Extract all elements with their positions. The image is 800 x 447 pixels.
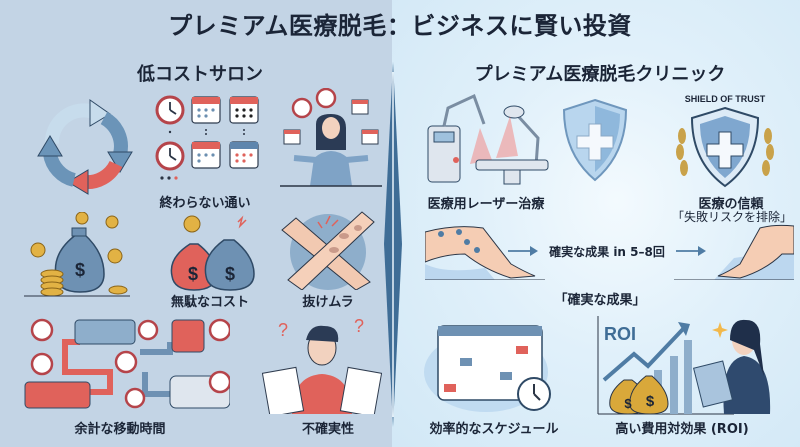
right-panel-heading: プレミアム医療脱毛クリニック bbox=[474, 64, 726, 85]
leg-after-icon bbox=[674, 224, 794, 280]
endless-visits-label: 終わらない通い bbox=[159, 196, 251, 211]
wasted-money-bags-icon: $ $ bbox=[170, 215, 255, 291]
clocks-calendars-icon bbox=[155, 95, 259, 180]
eliminate-risk-label: 「失敗リスクを排除」 bbox=[671, 210, 792, 224]
calendar-clock-icon bbox=[424, 325, 551, 412]
panel-divider bbox=[384, 62, 402, 427]
medical-trust-label: 医療の信頼 bbox=[698, 197, 764, 212]
svg-text:$: $ bbox=[75, 260, 85, 280]
wasted-cost-label: 無駄なコスト bbox=[170, 295, 249, 310]
roi-chart-icon: ROI $ $ bbox=[597, 316, 771, 415]
juggling-woman-icon bbox=[280, 88, 382, 187]
svg-text:ROI: ROI bbox=[604, 324, 636, 344]
page-title: プレミアム医療脱毛：ビジネスに賢い投資 bbox=[168, 12, 632, 40]
confused-man-icon: ? ? bbox=[262, 316, 382, 414]
extra-travel-time-label: 余計な移動時間 bbox=[74, 422, 166, 437]
results-in-sessions-text: 確実な成果 in 5–8回 bbox=[549, 245, 665, 259]
svg-text:$: $ bbox=[646, 393, 655, 410]
left-panel-heading: 低コストサロン bbox=[137, 64, 263, 85]
efficient-schedule-label: 効率的なスケジュール bbox=[429, 422, 559, 437]
uncertainty-label: 不確実性 bbox=[301, 422, 354, 437]
svg-text:?: ? bbox=[278, 320, 288, 340]
shield-cross-icon bbox=[562, 98, 628, 182]
svg-text:$: $ bbox=[188, 264, 198, 284]
high-roi-label: 高い費用対効果 (ROI) bbox=[615, 422, 749, 437]
coins-bag-icon: $ bbox=[24, 212, 130, 297]
transit-commute-icon bbox=[24, 318, 230, 409]
svg-text:?: ? bbox=[354, 316, 364, 336]
certain-results-label: 「確実な成果」 bbox=[554, 293, 646, 308]
patchy-skin-icon bbox=[281, 211, 375, 290]
leg-before-icon bbox=[425, 226, 545, 280]
arrow-right-icon bbox=[508, 246, 538, 256]
uneven-results-label: 抜けムラ bbox=[302, 295, 354, 310]
svg-text:$: $ bbox=[624, 396, 632, 411]
svg-text:$: $ bbox=[225, 264, 235, 284]
laser-machine-icon bbox=[427, 93, 549, 185]
cycle-arrows-icon bbox=[37, 99, 133, 195]
arrow-right-icon bbox=[676, 246, 706, 256]
medical-laser-label: 医療用レーザー治療 bbox=[427, 197, 545, 212]
shield-of-trust-icon: SHIELD OF TRUST bbox=[676, 94, 774, 188]
svg-text:SHIELD OF TRUST: SHIELD OF TRUST bbox=[685, 94, 766, 104]
